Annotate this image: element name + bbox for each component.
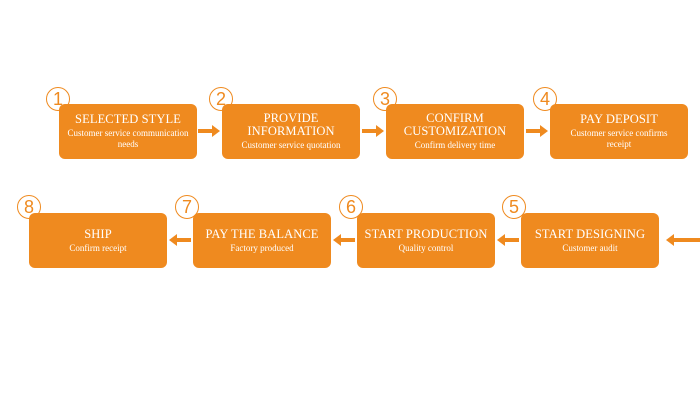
arrow-5-to-6 bbox=[497, 234, 519, 246]
step-2-subtitle: Customer service quotation bbox=[241, 140, 341, 150]
step-1-title: SELECTED STYLE bbox=[75, 112, 181, 126]
step-1-box: SELECTED STYLE Customer service communic… bbox=[59, 104, 197, 159]
arrow-2-to-3 bbox=[362, 125, 384, 137]
step-6-subtitle: Quality control bbox=[398, 242, 454, 253]
step-5-box: START DESIGNING Customer audit bbox=[521, 213, 659, 268]
step-2-title: PROVIDE INFORMATION bbox=[247, 111, 335, 138]
step-5-title: START DESIGNING bbox=[534, 226, 646, 241]
arrow-4-to-5 bbox=[666, 234, 700, 246]
step-8-box: SHIP Confirm receipt bbox=[29, 213, 167, 268]
step-5-subtitle: Customer audit bbox=[562, 242, 618, 253]
step-6-title: START PRODUCTION bbox=[364, 226, 488, 241]
step-6-box: START PRODUCTION Quality control bbox=[357, 213, 495, 268]
step-8-subtitle: Confirm receipt bbox=[69, 242, 127, 253]
step-8-title: SHIP bbox=[84, 226, 112, 241]
step-1-subtitle: Customer service communication needs bbox=[67, 128, 189, 149]
step-3-subtitle: Confirm delivery time bbox=[414, 140, 496, 150]
arrow-1-to-2 bbox=[198, 125, 220, 137]
step-4-subtitle: Customer service confirms receipt bbox=[570, 128, 668, 149]
step-4-title: PAY DEPOSIT bbox=[580, 112, 658, 126]
step-4-box: PAY DEPOSIT Customer service confirms re… bbox=[550, 104, 688, 159]
step-7-subtitle: Factory produced bbox=[230, 242, 294, 253]
arrow-6-to-7 bbox=[333, 234, 355, 246]
step-2-box: PROVIDE INFORMATION Customer service quo… bbox=[222, 104, 360, 159]
step-7-title: PAY THE BALANCE bbox=[205, 226, 319, 241]
step-7-box: PAY THE BALANCE Factory produced bbox=[193, 213, 331, 268]
step-3-box: CONFIRM CUSTOMIZATION Confirm delivery t… bbox=[386, 104, 524, 159]
arrow-3-to-4 bbox=[526, 125, 548, 137]
arrow-7-to-8 bbox=[169, 234, 191, 246]
step-3-title: CONFIRM CUSTOMIZATION bbox=[403, 111, 507, 138]
